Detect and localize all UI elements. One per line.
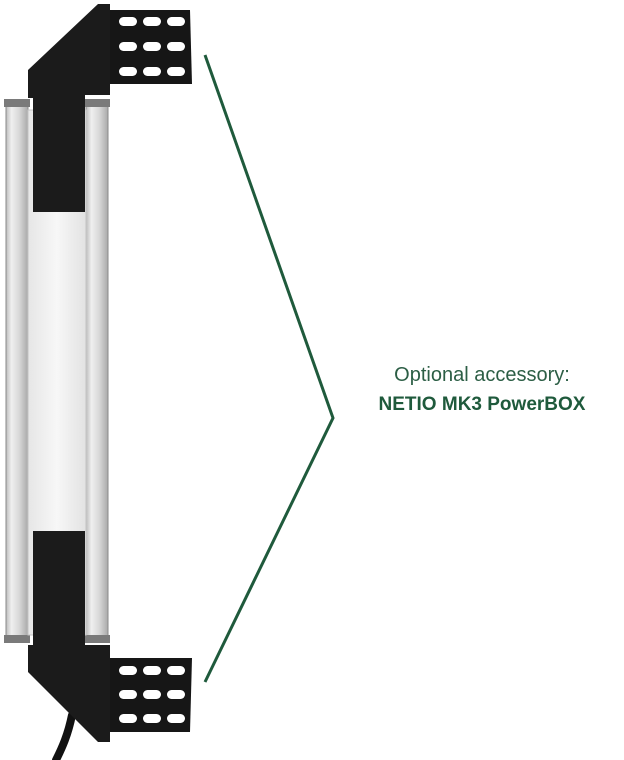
mounting-bracket-top bbox=[28, 4, 192, 212]
mounting-bracket-bottom bbox=[28, 531, 192, 742]
callout-bracket-line bbox=[203, 54, 335, 683]
power-cable bbox=[52, 711, 76, 760]
caption-accessory-label: Optional accessory: bbox=[394, 364, 570, 386]
aluminum-rail-right bbox=[84, 99, 110, 643]
aluminum-rail-left bbox=[4, 99, 30, 643]
caption-product-name: NETIO MK3 PowerBOX bbox=[378, 394, 586, 415]
